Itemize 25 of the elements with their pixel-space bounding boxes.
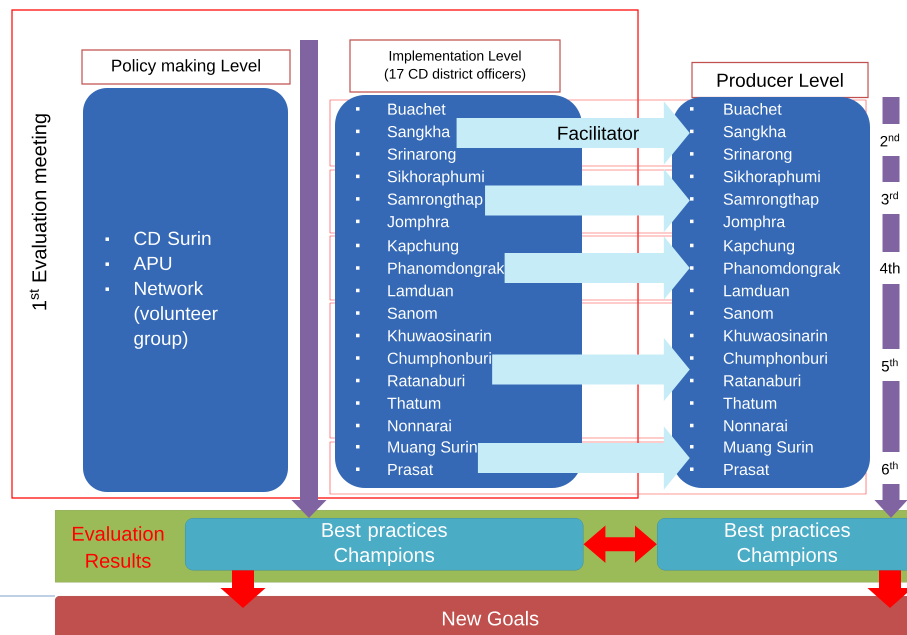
round-number: 3$^{rd}$	[874, 182, 906, 214]
district-list: Muang Surin Prasat	[356, 440, 477, 476]
round-number: 5$^{th}$	[874, 349, 906, 381]
round-number: 6$^{th}$	[874, 452, 906, 484]
district-list: Kapchung Phanomdongrak Lamduan	[356, 240, 504, 296]
district-list: Muang Surin Prasat	[690, 440, 813, 476]
level-header: Policy making Level	[81, 49, 291, 85]
district-list: Sanom Khuwaosinarin Chumphonburi Ratanaburi Thatum Nonnarai	[690, 308, 827, 432]
round-number: 2$^{nd}$	[874, 124, 906, 156]
district-list: Sanom Khuwaosinarin Chumphonburi Ratanaburi Thatum Nonnarai	[356, 308, 491, 432]
level-header: Producer Level	[691, 62, 869, 98]
district-list: Sikhoraphumi Samrongthap Jomphra	[356, 170, 484, 230]
result-box: Best practices Champions	[185, 518, 584, 570]
level-header: Implementation Level (17 CD district officers)	[349, 39, 561, 93]
district-list: Sikhoraphumi Samrongthap Jomphra	[690, 170, 820, 230]
edge-label: Facilitator	[556, 125, 640, 141]
district-list: Kapchung Phanomdongrak Lamduan	[690, 240, 840, 296]
rotated-label: 1$^{st}$ Evaluation meeting	[30, 114, 50, 310]
policy-box: CD Surin APU Network (volunteer group)	[83, 88, 288, 492]
list-box	[672, 97, 870, 488]
result-box: Best practices Champions	[657, 518, 907, 570]
district-list: Buachet Sangkha Srinarong	[690, 103, 792, 163]
district-list: Buachet Sangkha Srinarong	[356, 103, 456, 163]
round-number: 4th	[874, 252, 906, 284]
goal-bar: New Goals	[55, 596, 907, 635]
